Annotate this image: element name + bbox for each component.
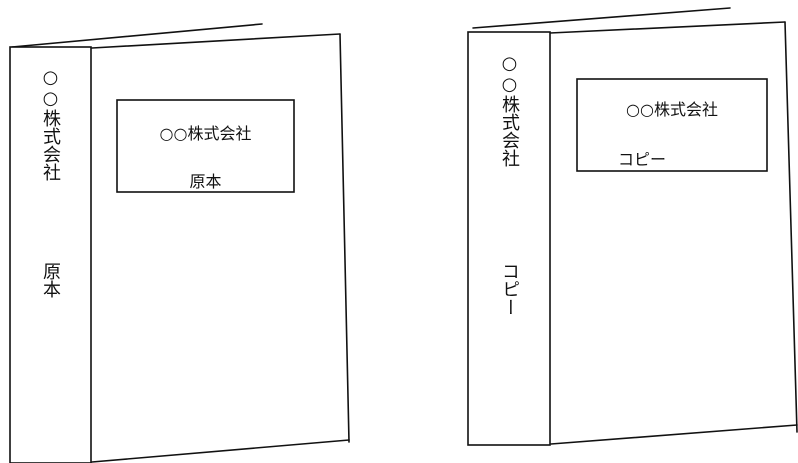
binder-copy-back-top-edge xyxy=(472,7,731,29)
binder-original-front-bottom-edge xyxy=(91,439,350,463)
binder-copy-cover-label xyxy=(576,78,768,172)
binder-original-spine-type: 原本 xyxy=(40,262,61,298)
binder-copy-spine xyxy=(467,31,551,446)
binder-copy-label-type: コピー xyxy=(617,150,666,169)
binder-original-spine xyxy=(9,46,92,463)
binder-copy-front-bottom-edge xyxy=(550,424,798,445)
binder-original-label-company: ○○株式会社 xyxy=(159,124,252,143)
binder-original-label-type: 原本 xyxy=(189,172,222,191)
binder-original xyxy=(9,23,350,463)
binder-original-front-right-edge xyxy=(339,33,350,443)
binder-copy-spine-type: コピー xyxy=(499,262,520,316)
binder-original-cover-label xyxy=(116,99,295,193)
binder-original-spine-company: ○○株式会社 xyxy=(40,67,61,181)
binder-copy-spine-company: ○○株式会社 xyxy=(499,53,520,167)
binder-copy-front-top-edge xyxy=(549,21,786,34)
binder-copy-label-company: ○○株式会社 xyxy=(626,100,718,119)
binder-copy xyxy=(467,7,798,446)
binder-original-back-top-edge xyxy=(11,23,263,48)
binder-copy-front-right-edge xyxy=(784,21,798,433)
binder-original-front-top-edge xyxy=(91,33,341,49)
